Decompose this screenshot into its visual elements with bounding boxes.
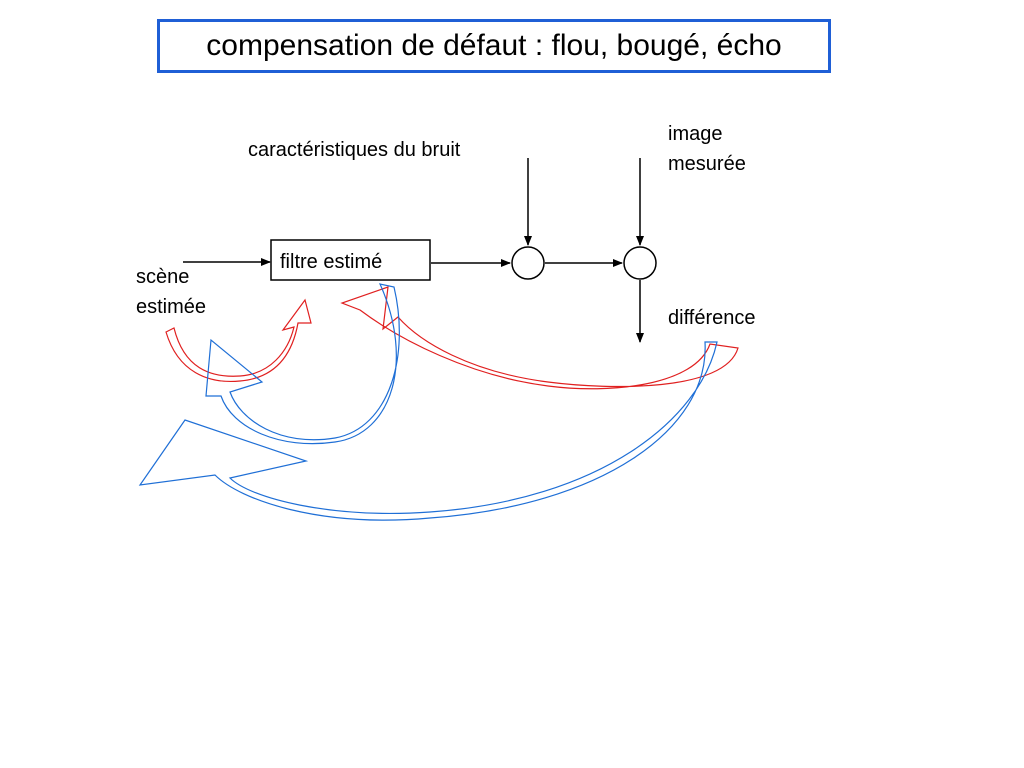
label-scene-line1: scène — [136, 266, 189, 288]
sum-node-2 — [623, 246, 657, 280]
label-scene-line2: estimée — [136, 296, 206, 318]
red-curved-arrow-left — [165, 298, 312, 383]
blue-curved-arrow-outer — [138, 341, 718, 521]
title-box: compensation de défaut : flou, bougé, éc… — [157, 19, 831, 73]
blue-curved-arrow-inner — [205, 283, 400, 445]
red-curved-arrow-right — [340, 286, 739, 390]
label-difference: différence — [668, 307, 755, 329]
label-filtre: filtre estimé — [280, 251, 382, 273]
label-image-line1: image — [668, 123, 722, 145]
slide-title: compensation de défaut : flou, bougé, éc… — [206, 29, 782, 62]
label-bruit: caractéristiques du bruit — [248, 139, 461, 161]
sum-node-1 — [511, 246, 545, 280]
label-image-line2: mesurée — [668, 153, 746, 175]
filtre-box — [270, 239, 431, 281]
